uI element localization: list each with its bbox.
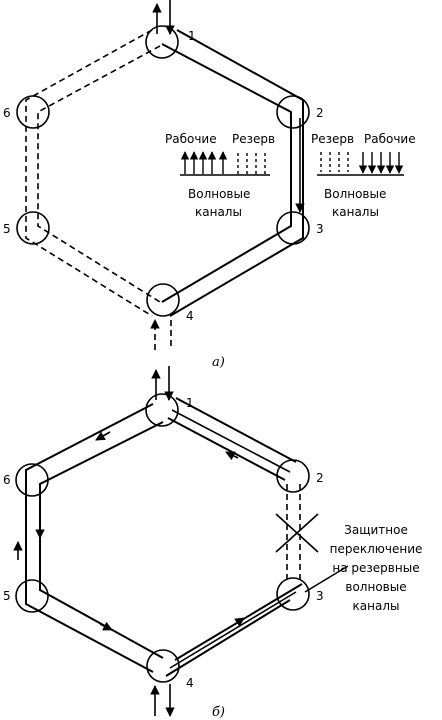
node-5-label-b: 5 — [3, 589, 11, 603]
protection-note: Защитное переключение на резервные волно… — [330, 523, 423, 613]
working-label-right: Рабочие — [364, 132, 416, 146]
caption-a: а) — [212, 355, 225, 370]
node-1-label-a: 1 — [188, 29, 196, 43]
node-2-label-b: 2 — [316, 471, 324, 485]
node-6-label-a: 6 — [3, 106, 11, 120]
working-label-left: Рабочие — [165, 132, 217, 146]
node-3-a — [276, 211, 310, 245]
node-5-a — [16, 211, 50, 245]
node-1-a — [145, 25, 179, 59]
node-4-a — [146, 283, 180, 317]
channels-right-a: Резерв Рабочие Волновые каналы — [311, 132, 416, 219]
node-3-label-b: 3 — [316, 589, 324, 603]
working-path-a — [161, 29, 305, 317]
diagram-b: 1 2 3 4 5 6 Защитное переключение на рез… — [3, 366, 422, 720]
ring-b — [13, 397, 349, 677]
node-2-label-a: 2 — [316, 106, 324, 120]
node-4-label-a: 4 — [186, 309, 194, 323]
diagram-a: 1 2 3 4 5 6 Рабочие Резерв Волновые кана… — [3, 0, 416, 370]
node-5-b — [15, 579, 49, 613]
reserve-label-right: Резерв — [311, 132, 354, 146]
channels-right-line2: каналы — [332, 205, 379, 219]
channels-left-a: Рабочие Резерв Волновые каналы — [165, 132, 275, 219]
node-4-b — [146, 649, 180, 683]
node-1-b — [145, 393, 179, 427]
note-line-3: на резервные — [332, 561, 419, 575]
note-line-2: переключение — [330, 542, 423, 556]
node-2-b — [276, 459, 310, 493]
node-5-label-a: 5 — [3, 222, 11, 236]
note-line-4: волновые — [345, 580, 406, 594]
channels-right-line1: Волновые — [324, 187, 386, 201]
channels-left-line1: Волновые — [188, 187, 250, 201]
node-6-b — [15, 463, 49, 497]
node-4-label-b: 4 — [186, 676, 194, 690]
note-line-5: каналы — [353, 599, 400, 613]
node-2-a — [276, 95, 310, 129]
reserve-label-left: Резерв — [232, 132, 275, 146]
node-1-label-b: 1 — [186, 396, 194, 410]
caption-b: б) — [212, 705, 225, 720]
note-line-1: Защитное — [344, 523, 408, 537]
channels-left-line2: каналы — [195, 205, 242, 219]
node-3-b — [276, 577, 310, 611]
node-3-label-a: 3 — [316, 222, 324, 236]
reserve-path-a — [25, 29, 161, 317]
node-6-label-b: 6 — [3, 473, 11, 487]
node-6-a — [16, 95, 50, 129]
